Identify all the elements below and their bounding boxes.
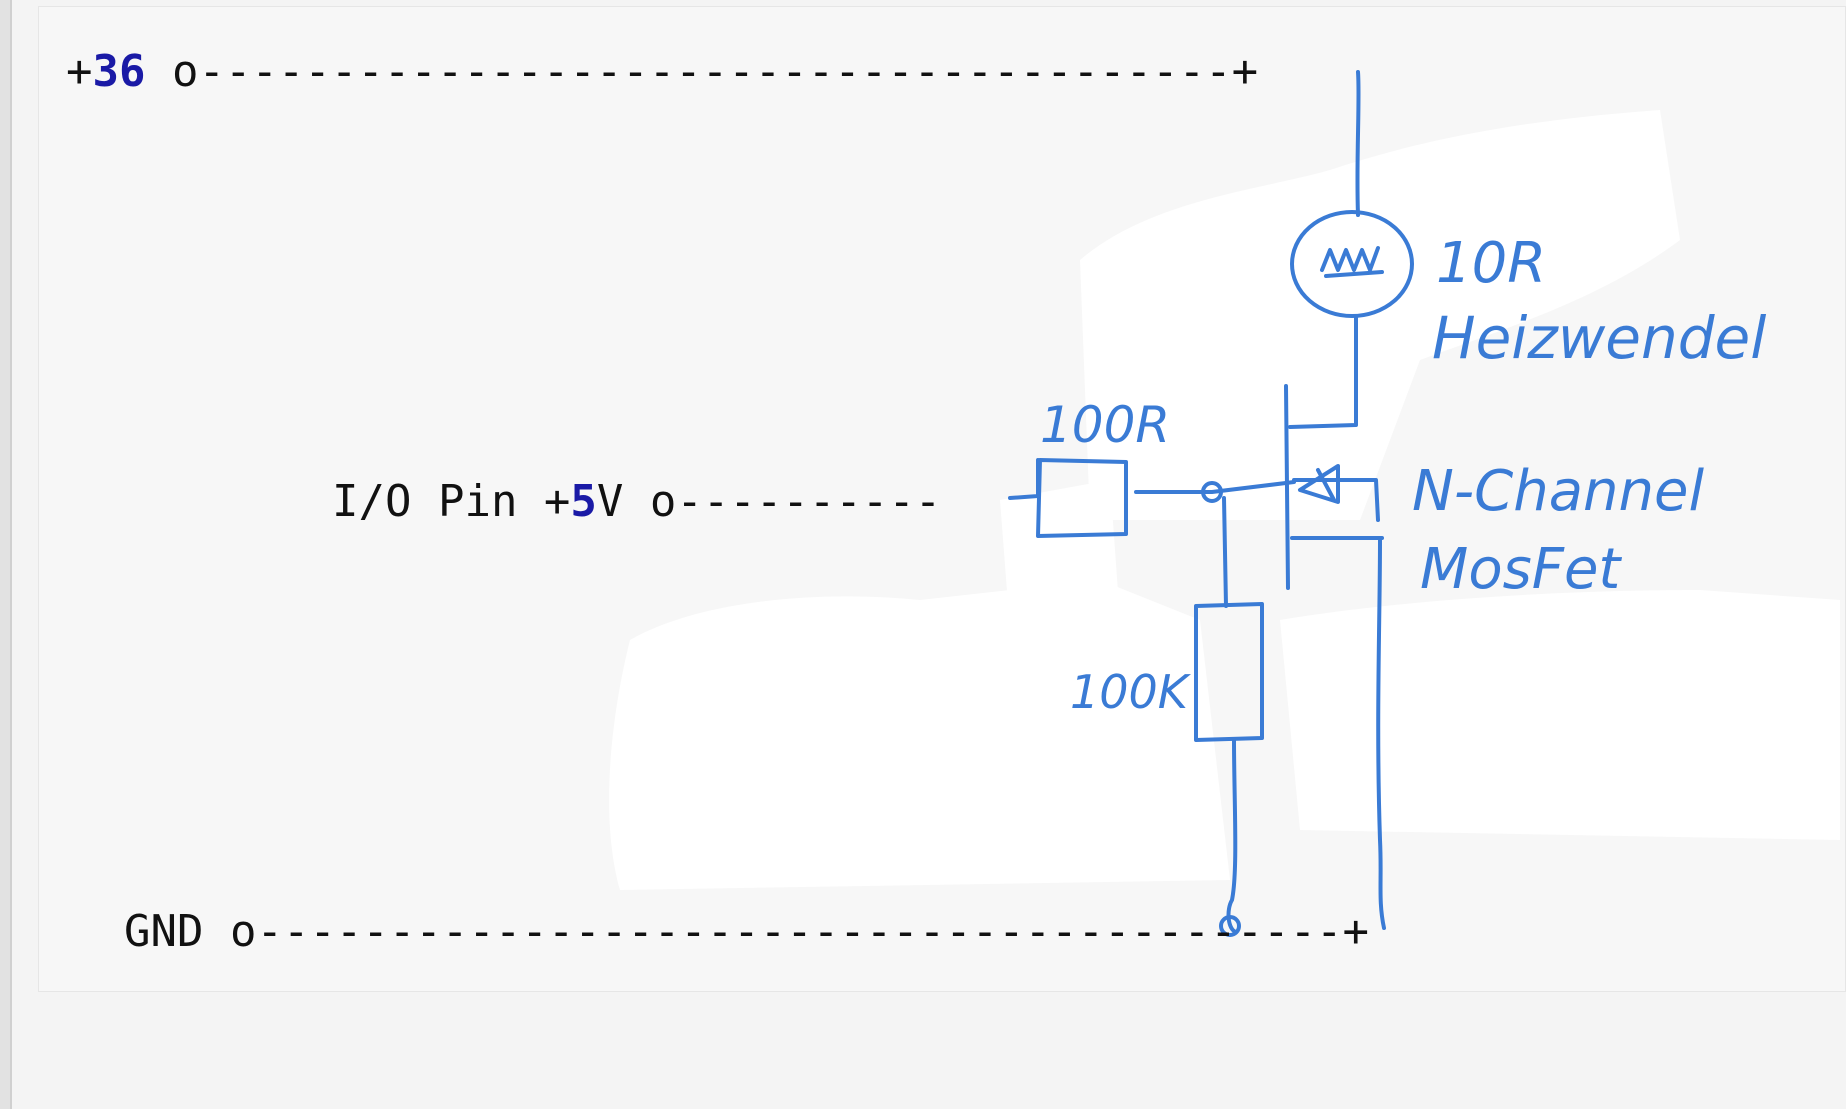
mosfet-channel: [1284, 384, 1290, 590]
gate-wire: [1134, 480, 1296, 494]
mosfet-type-label: N-Channel: [1412, 459, 1704, 524]
heater-name-label: Heizwendel: [1432, 304, 1766, 372]
pulldown-wire: [1222, 496, 1228, 608]
heater-coil-zigzag: [1320, 246, 1380, 272]
white-smear: [609, 110, 1840, 890]
gate-resistor-symbol: [1008, 458, 1128, 538]
mosfet-arrow: [1298, 464, 1340, 504]
io-pin-line: I/O Pin +5V o----------: [332, 476, 942, 527]
drain-wire: [1288, 316, 1358, 429]
left-rule: [0, 0, 12, 1109]
gate-resistor-label: 100R: [1040, 396, 1170, 454]
heater-value-label: 10R: [1436, 231, 1546, 296]
ground-node: [1219, 915, 1241, 937]
source-wire: [1376, 538, 1386, 930]
mosfet-name-label: MosFet: [1420, 537, 1622, 602]
pulldown-resistor-label: 100K: [1070, 665, 1192, 719]
supply-voltage: 36: [92, 46, 146, 97]
ground-line: GND o-----------------------------------…: [124, 906, 1370, 957]
gate-node: [1201, 481, 1223, 503]
io-voltage: 5: [570, 476, 597, 527]
supply-wire: [1355, 70, 1361, 217]
heater-coil-symbol: [1290, 210, 1414, 318]
supply-line: +36 o-----------------------------------…: [66, 46, 1259, 97]
pulldown-resistor-symbol: [1194, 602, 1264, 742]
